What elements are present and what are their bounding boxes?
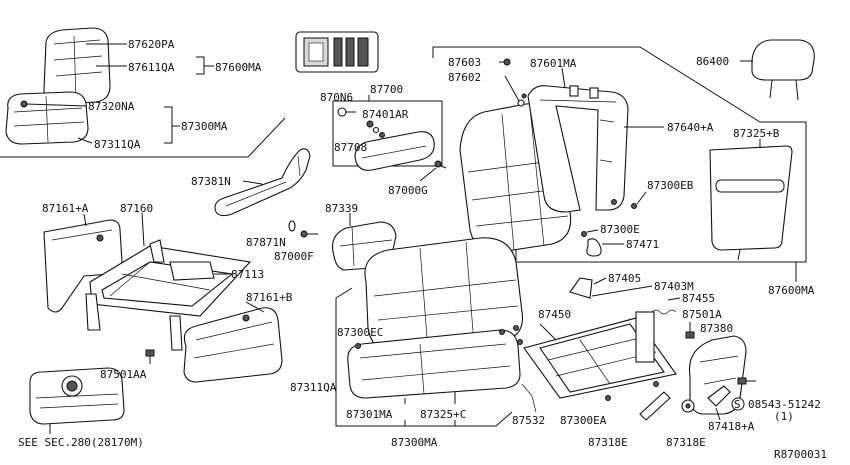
- label-87380: 87380: [700, 322, 733, 335]
- label-87418A: 87418+A: [708, 420, 755, 433]
- label-87318E-2: 87318E: [666, 436, 706, 449]
- label-87300MA-bottom: 87300MA: [391, 436, 438, 449]
- label-87300EA: 87300EA: [560, 414, 607, 427]
- label-87311QA-top: 87311QA: [94, 138, 141, 151]
- label-87601MA: 87601MA: [530, 57, 577, 70]
- callout-labels: 87620PA 87611QA 87600MA 87320NA 87300MA …: [18, 38, 827, 461]
- label-87325C: 87325+C: [420, 408, 466, 421]
- slide-recliner-group: [521, 277, 756, 421]
- label-s-symbol: S: [734, 398, 741, 411]
- part-87381N: [214, 148, 311, 217]
- label-87403M: 87403M: [654, 280, 694, 293]
- part-see-sec-280: [29, 367, 125, 434]
- label-87455: 87455: [682, 292, 715, 305]
- label-08543-qty: (1): [774, 410, 794, 423]
- s-symbol-circle: [731, 397, 745, 411]
- label-87501A: 87501A: [682, 308, 722, 321]
- label-87871N: 87871N: [246, 236, 286, 249]
- label-87000G: 87000G: [388, 184, 428, 197]
- label-87501AA: 87501AA: [100, 368, 147, 381]
- label-87311QA-mid: 87311QA: [290, 381, 337, 394]
- inset-complete-seat: [0, 27, 286, 158]
- label-87640A: 87640+A: [667, 121, 714, 134]
- label-87401AR: 87401AR: [362, 108, 409, 121]
- label-87450: 87450: [538, 308, 571, 321]
- seat-back-group: [432, 39, 815, 282]
- label-87300EC: 87300EC: [337, 326, 383, 339]
- label-870N6: 870N6: [320, 91, 353, 104]
- warning-label-card: [295, 31, 379, 73]
- label-87300E: 87300E: [600, 223, 640, 236]
- label-87113: 87113: [231, 268, 264, 281]
- label-87000F: 87000F: [274, 250, 314, 263]
- label-87325B: 87325+B: [733, 127, 780, 140]
- label-87471: 87471: [626, 238, 659, 251]
- label-87708: 87708: [334, 141, 367, 154]
- label-87600MA-right: 87600MA: [768, 284, 815, 297]
- seat-cushion-group: [288, 213, 524, 427]
- label-87532: 87532: [512, 414, 545, 427]
- label-see-sec-280: SEE SEC.280(28170M): [18, 436, 144, 449]
- label-08543-51242: 08543-51242: [748, 398, 821, 411]
- label-87611QA: 87611QA: [128, 61, 175, 74]
- label-87300MA-top: 87300MA: [181, 120, 228, 133]
- label-86400: 86400: [696, 55, 729, 68]
- seat-frame-group: [43, 212, 283, 383]
- armrest-group: [332, 95, 447, 182]
- label-87320NA: 87320NA: [88, 100, 135, 113]
- label-87339: 87339: [325, 202, 358, 215]
- label-87603: 87603: [448, 56, 481, 69]
- label-87300EB: 87300EB: [647, 179, 694, 192]
- diagram-reference-code: R8700031: [774, 448, 827, 461]
- label-87620PA: 87620PA: [128, 38, 175, 51]
- label-87700: 87700: [370, 83, 403, 96]
- label-87600MA-top: 87600MA: [215, 61, 262, 74]
- label-87381N: 87381N: [191, 175, 231, 188]
- label-87602: 87602: [448, 71, 481, 84]
- label-87318E-1: 87318E: [588, 436, 628, 449]
- label-87301MA: 87301MA: [346, 408, 393, 421]
- label-87405: 87405: [608, 272, 641, 285]
- label-87160: 87160: [120, 202, 153, 215]
- label-87161A: 87161+A: [42, 202, 89, 215]
- label-87161B: 87161+B: [246, 291, 293, 304]
